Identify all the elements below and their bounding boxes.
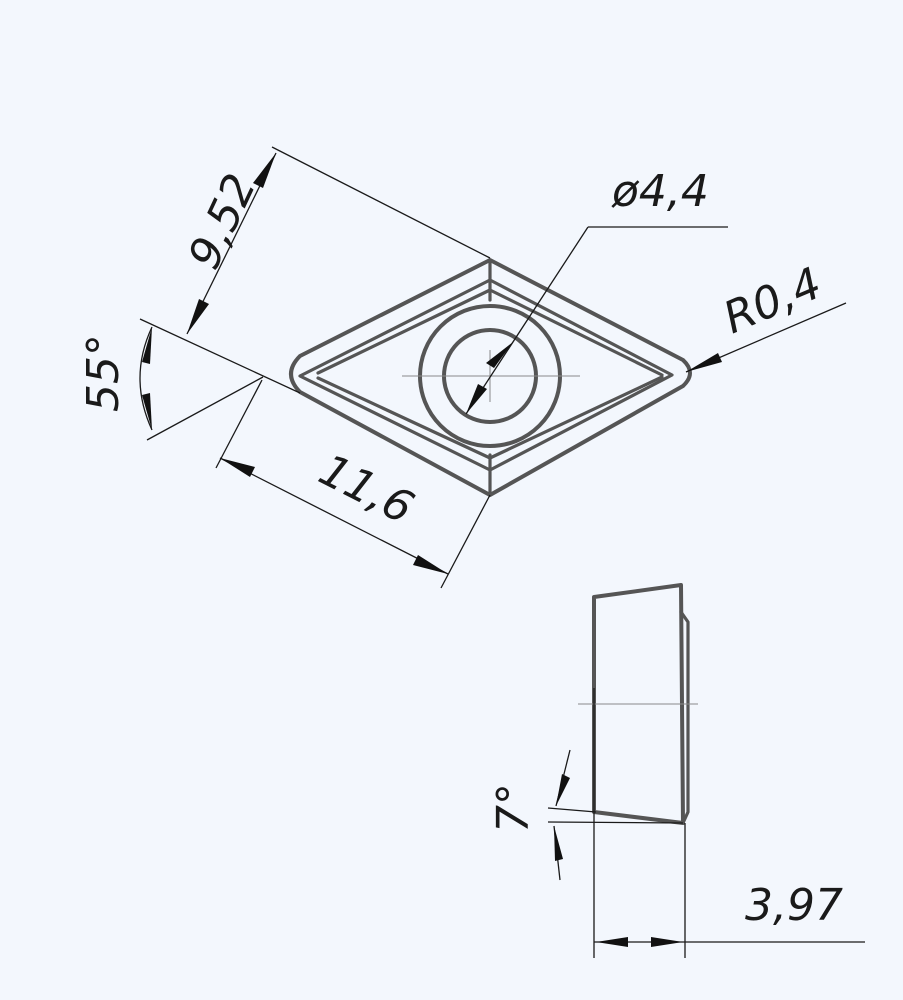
arrowhead — [466, 384, 487, 414]
arrowhead — [486, 342, 513, 368]
insert-outer-contour — [289, 258, 692, 497]
arrowhead — [554, 826, 563, 861]
angle-extension-line — [146, 376, 264, 441]
side-view-land — [679, 610, 690, 825]
arrowhead — [686, 353, 722, 372]
dimension-line — [219, 457, 449, 575]
rake-ridge-lower-right — [488, 375, 664, 460]
arrowhead — [651, 937, 683, 947]
dimension-width-label: 9,52 — [179, 166, 267, 276]
dimension-corner-angle: 55° — [78, 326, 264, 441]
dimension-width: 9,52 — [139, 146, 491, 394]
extension-line — [271, 146, 491, 259]
insert-inner-contour — [298, 278, 674, 472]
angle-arc — [139, 326, 153, 431]
dimension-clearance-label: 7° — [488, 783, 539, 833]
leader-line — [465, 226, 589, 415]
rake-ridge-lower-left — [316, 376, 492, 460]
arrowhead — [556, 774, 570, 806]
extension-line — [215, 379, 263, 469]
angle-extension-line — [547, 821, 684, 824]
dimension-clearance-angle: 7° — [488, 749, 684, 881]
dimension-angle-label: 55° — [78, 334, 129, 412]
angle-extension-line — [547, 807, 597, 813]
dimension-hole-diameter: ø4,4 — [465, 166, 728, 415]
dimension-length-label: 11,6 — [311, 444, 421, 534]
rake-ridge-upper-left — [316, 288, 492, 375]
rake-ridge-upper-right — [488, 288, 664, 377]
insert-side-view — [578, 583, 698, 825]
arrowhead — [253, 153, 276, 188]
dimension-radius-label: R0,4 — [716, 258, 828, 344]
extension-line — [139, 318, 301, 394]
extension-line — [440, 494, 491, 589]
dimension-thickness: 3,97 — [593, 688, 865, 958]
arrowhead — [596, 937, 628, 947]
arrowhead — [220, 458, 255, 477]
arrowhead — [142, 393, 152, 430]
dimension-corner-radius: R0,4 — [685, 258, 847, 373]
dimension-thickness-label: 3,97 — [745, 880, 843, 931]
dimension-length: 11,6 — [215, 379, 491, 589]
arrowhead — [413, 555, 448, 574]
arrowhead — [187, 299, 209, 334]
arrowhead — [142, 327, 152, 364]
dimension-hole-label: ø4,4 — [611, 166, 709, 217]
